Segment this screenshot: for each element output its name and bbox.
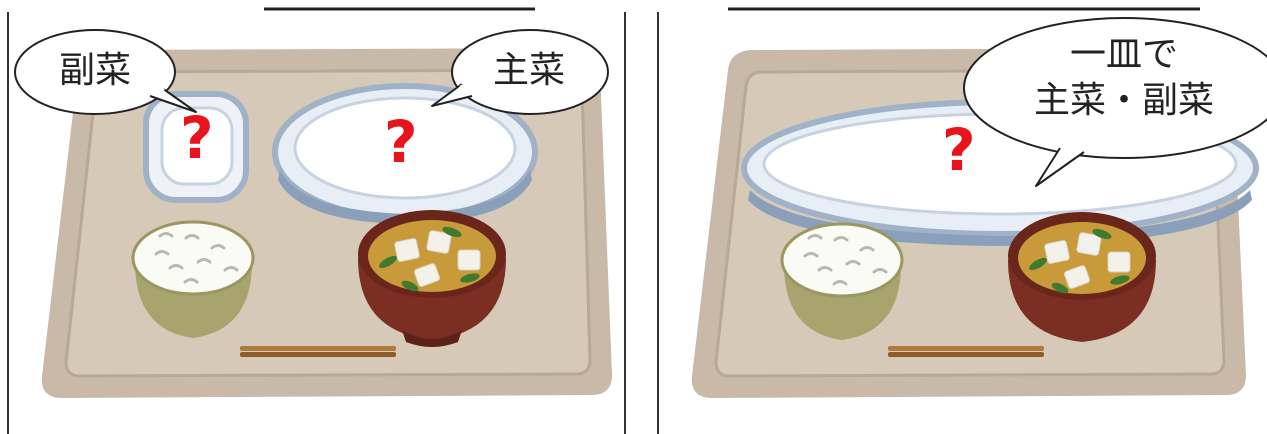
main-dish-speech-bubble (431, 29, 609, 115)
side-dish-bowl (143, 91, 249, 203)
miso-soup-bowl (358, 210, 506, 347)
side-dish-speech-bubble (14, 29, 197, 115)
rice-bowl (131, 220, 255, 338)
right-panel: 一皿で 主菜・副菜 ? (640, 0, 1267, 434)
miso-soup-bowl (1008, 212, 1156, 342)
chopsticks (888, 346, 1044, 357)
right-panel-drawing (657, 7, 1267, 434)
one-plate-label-line2: 主菜・副菜 (1033, 80, 1214, 121)
side-dish-label: 副菜 (58, 50, 131, 91)
plate-question-mark: ? (942, 116, 976, 184)
main-dish-plate (272, 83, 538, 224)
main-dish-label: 主菜 (492, 50, 565, 91)
left-panel-drawing (7, 7, 626, 434)
main-dish-question-mark: ? (384, 108, 418, 176)
one-plate-speech-bubble (963, 17, 1267, 187)
one-plate-label-line1: 一皿で (1069, 34, 1178, 75)
chopsticks (240, 346, 396, 357)
side-dish-question-mark: ? (180, 104, 214, 172)
rice-bowl (780, 222, 904, 340)
left-panel: 副菜 主菜 ? ? (0, 0, 632, 434)
